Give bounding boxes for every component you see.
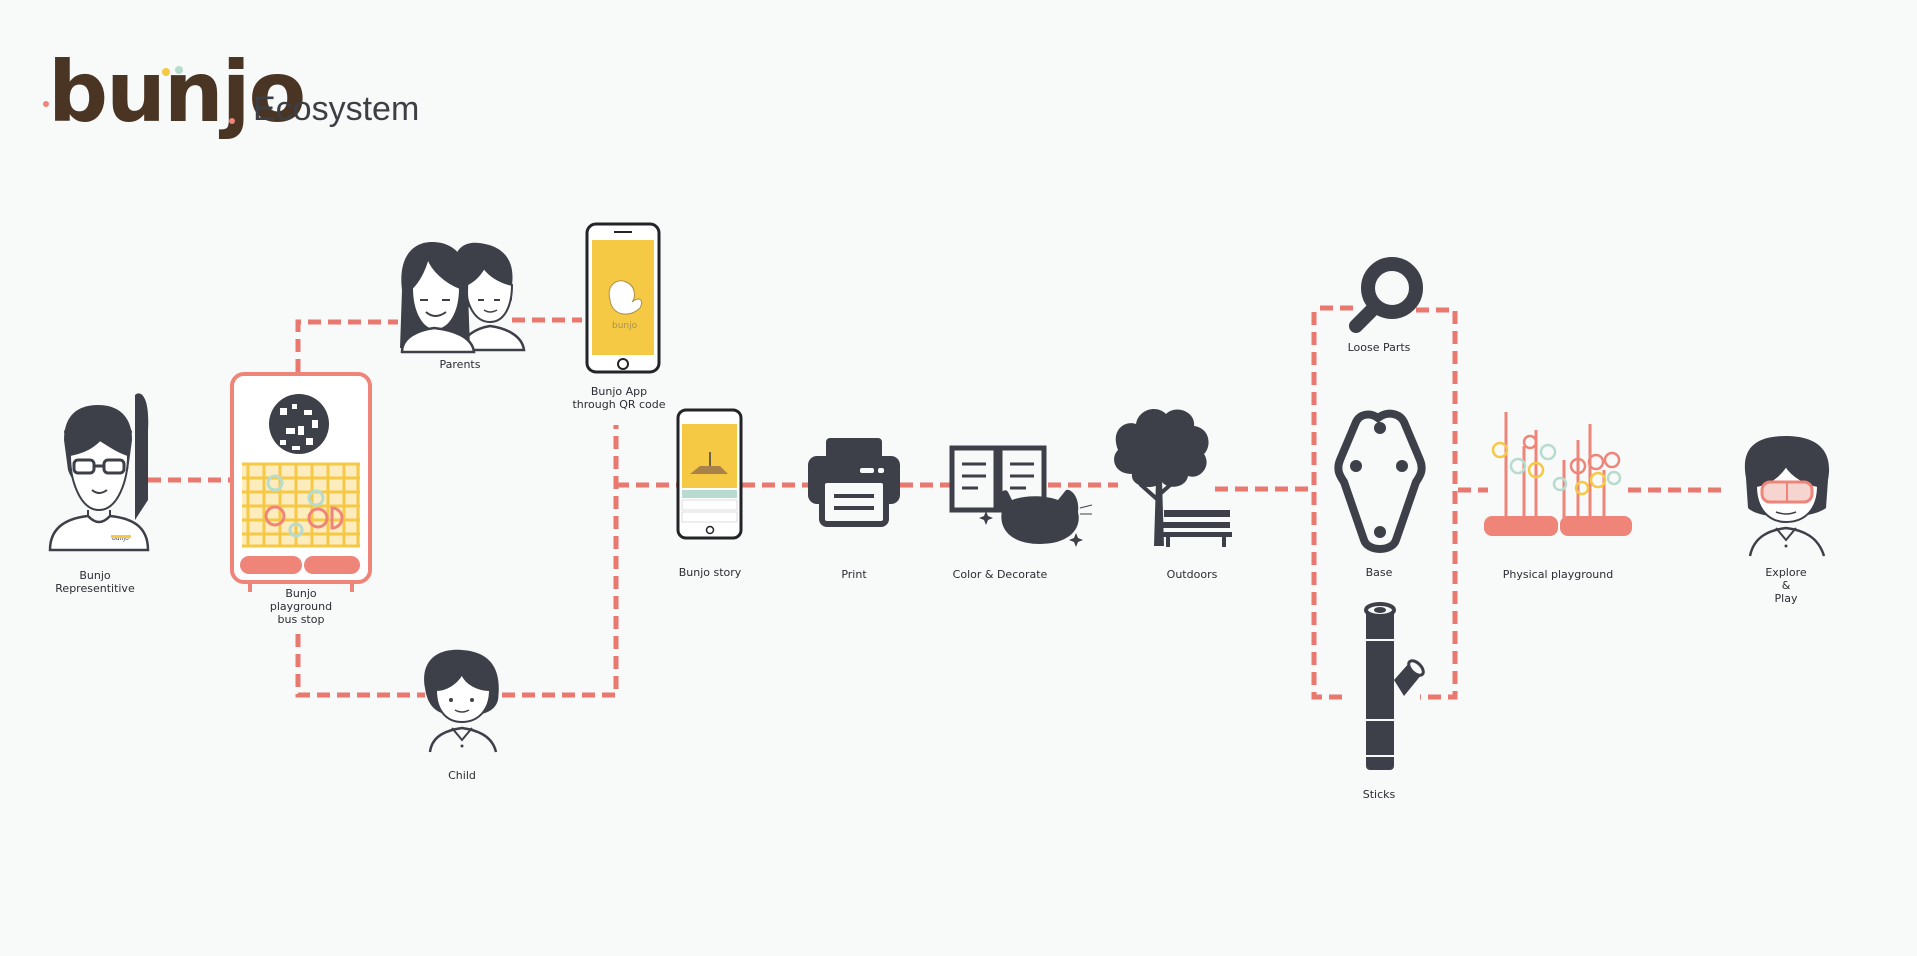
parents-icon <box>400 242 526 354</box>
connector-busstop-parents <box>295 319 398 372</box>
logo-dot-mint <box>175 66 183 74</box>
smartphone-icon: bunjo <box>585 222 661 374</box>
label-outdoors: Outdoors <box>1166 568 1218 581</box>
label-parents: Parents <box>439 358 481 371</box>
connector-parts-frame <box>1311 305 1458 700</box>
label-loose-parts: Loose Parts <box>1347 341 1411 354</box>
tree-bench-icon <box>1114 409 1232 547</box>
label-explore-play: Explore & Play <box>1765 566 1807 605</box>
label-base: Base <box>1365 566 1393 579</box>
label-physical-playground: Physical playground <box>1502 568 1614 581</box>
page-title: Ecosystem <box>253 90 420 128</box>
printer-icon <box>808 438 900 527</box>
stick-pipe-icon <box>1364 602 1425 770</box>
magnifier-icon <box>1349 257 1423 333</box>
playground-icon <box>1484 412 1632 536</box>
logo-dot-right <box>229 118 235 124</box>
bus-stop-board-icon <box>230 372 372 592</box>
label-print: Print <box>841 568 867 581</box>
smartphone-story-icon <box>676 408 743 540</box>
label-representative: Bunjo Representitive <box>55 569 135 595</box>
base-plate-icon <box>1334 409 1426 553</box>
book-cat-icon <box>949 445 1093 547</box>
connectors <box>148 305 1722 700</box>
svg-text:bunjo: bunjo <box>112 535 129 542</box>
child-goggles-icon <box>1744 436 1830 557</box>
label-sticks: Sticks <box>1362 788 1396 801</box>
svg-text:bunjo: bunjo <box>612 321 638 331</box>
connector-child-trunk <box>502 425 619 698</box>
label-app: Bunjo App through QR code <box>572 385 666 411</box>
label-bus-stop: Bunjo playground bus stop <box>269 587 333 626</box>
child-icon <box>424 649 499 753</box>
label-story: Bunjo story <box>678 566 742 579</box>
logo-wordmark: bunjo <box>48 43 306 141</box>
label-child: Child <box>448 769 476 782</box>
logo-dot-yellow <box>162 68 170 76</box>
connector-busstop-child <box>295 634 425 698</box>
label-decorate: Color & Decorate <box>952 568 1048 581</box>
logo-dot-left <box>43 101 49 107</box>
woman-glasses-icon: bunjo <box>48 393 150 552</box>
